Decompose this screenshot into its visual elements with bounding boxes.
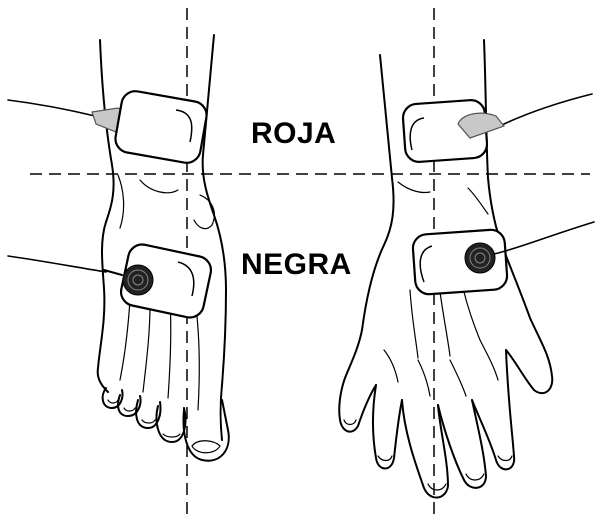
leg-right-contour [203, 35, 226, 440]
leg-foot-drawing [8, 35, 229, 461]
foot-electrode-black [8, 242, 214, 320]
ankle-shade [118, 175, 178, 228]
toenails [108, 400, 220, 453]
label-black: NEGRA [241, 248, 352, 282]
label-red: ROJA [251, 117, 336, 151]
hand-electrode-black [412, 222, 594, 295]
hand-black-cable [494, 222, 594, 254]
ankle-bone [194, 195, 214, 229]
forearm-left-contour [380, 55, 394, 245]
arm-red-cable [504, 94, 592, 124]
knuckle-lines [384, 340, 498, 396]
tendons [410, 290, 480, 358]
wrist-creases [398, 182, 488, 214]
leg-red-pad [113, 89, 208, 165]
fingernails [344, 420, 512, 490]
arm-hand-drawing [339, 40, 594, 498]
toes [103, 388, 229, 461]
foot-black-cable [8, 256, 106, 272]
finger-index [373, 385, 402, 469]
leg-red-cable [8, 100, 95, 116]
finger-ring [438, 400, 486, 488]
arm-electrode-red [402, 94, 592, 163]
leg-electrode-red [8, 89, 209, 165]
leg-left-contour [98, 40, 114, 392]
